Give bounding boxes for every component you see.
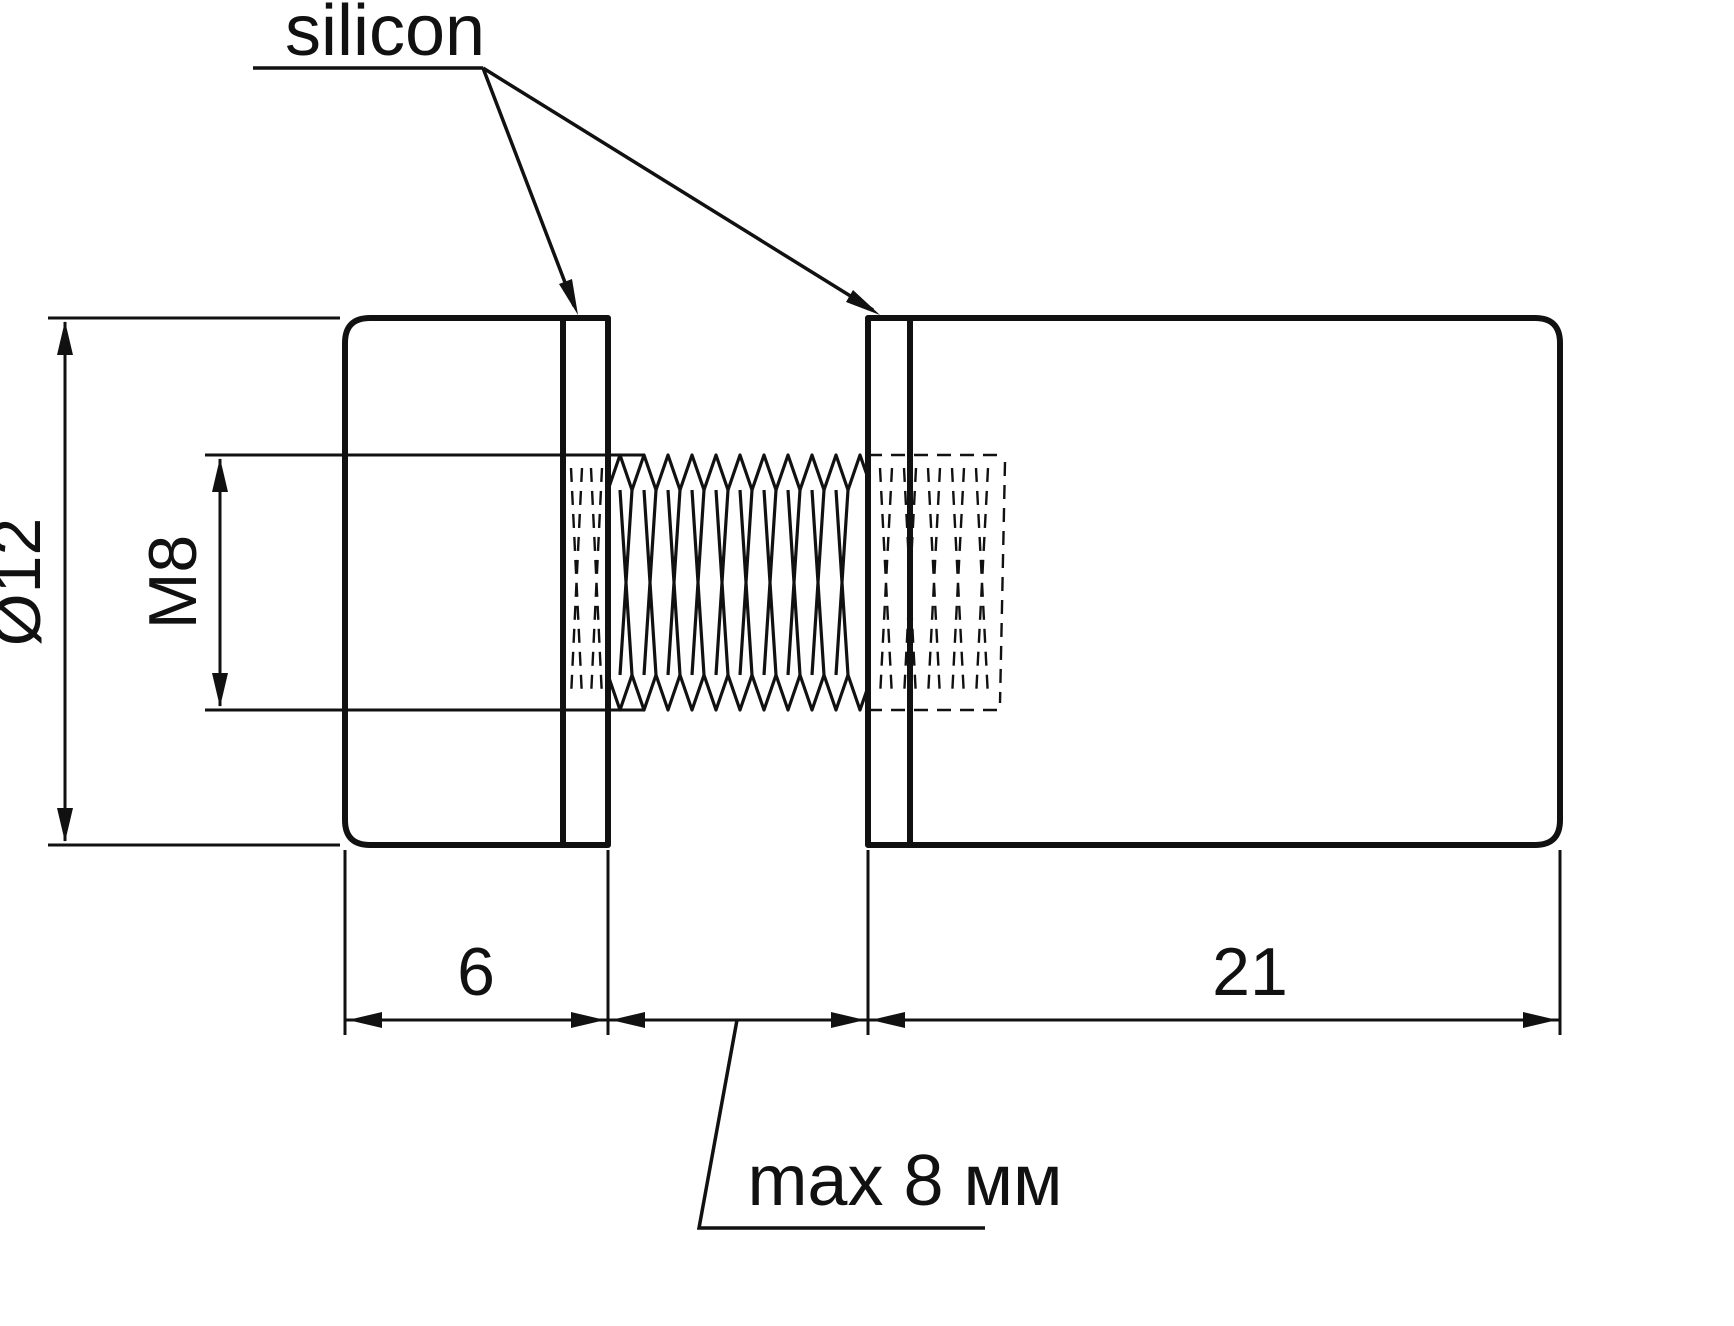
body-width-arrow-left	[871, 1012, 905, 1028]
silicon-label: silicon	[285, 0, 485, 71]
thread-flank-lines	[618, 489, 850, 676]
thread-label: M8	[135, 535, 211, 629]
max-depth-leader	[696, 1019, 985, 1230]
thread-stud	[606, 453, 870, 712]
diameter-label: Ø12	[0, 518, 55, 647]
right-body	[865, 315, 1563, 848]
silicon-arrowhead-2	[846, 290, 880, 315]
silicon-arrowhead-1	[559, 279, 578, 315]
cap-width-arrow-left	[348, 1012, 382, 1028]
silicon-leader-1	[481, 67, 576, 307]
dia-arrow-top	[57, 321, 73, 355]
m8-arrow-top	[212, 458, 228, 492]
thread-bottom-crest-zigzag	[606, 673, 870, 712]
thread-top-crest-zigzag	[606, 453, 870, 492]
m8-arrow-bottom	[212, 673, 228, 707]
part-drawing	[342, 315, 1563, 848]
body-width-arrow-right	[1523, 1012, 1557, 1028]
dia-arrow-bottom	[57, 808, 73, 842]
cap-width-label: 6	[457, 934, 495, 1010]
width-dimensions: 6 21	[343, 850, 1562, 1035]
body-width-label: 21	[1212, 934, 1288, 1010]
diameter-dimension: Ø12	[0, 316, 340, 847]
max-depth-label: max 8 мм	[747, 1141, 1062, 1221]
silicon-callout: silicon	[253, 0, 880, 315]
silicon-leader-2	[482, 66, 874, 312]
thread-dimension: M8	[135, 453, 645, 712]
cap-width-arrow-right	[571, 1012, 605, 1028]
max-depth-callout: max 8 мм	[696, 1019, 1063, 1230]
gap-arrow-right	[831, 1012, 865, 1028]
left-cap-body	[342, 315, 611, 848]
gap-arrow-left	[611, 1012, 645, 1028]
